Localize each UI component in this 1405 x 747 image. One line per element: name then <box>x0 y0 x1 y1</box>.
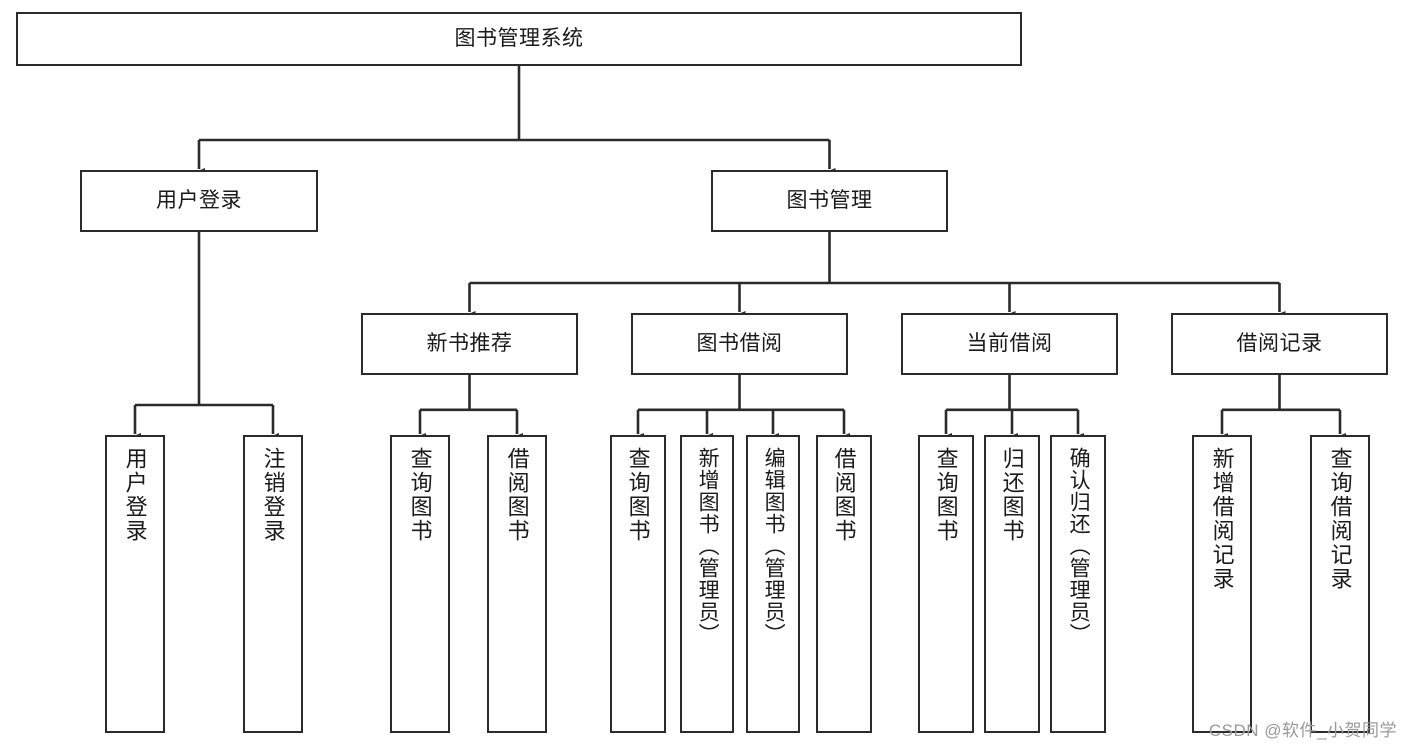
node-book-manage-label: 图书管理 <box>786 188 873 212</box>
leaf-confirm-return[interactable]: 确认归还（管理员） <box>1050 435 1106 733</box>
node-book-borrow-label: 图书借阅 <box>696 331 783 355</box>
leaf-borrow-book-2-label: 借阅图书 <box>831 447 857 543</box>
node-current-borrow-label: 当前借阅 <box>966 331 1053 355</box>
leaf-borrow-book-2[interactable]: 借阅图书 <box>816 435 872 733</box>
node-new-book-recommend[interactable]: 新书推荐 <box>361 313 578 375</box>
leaf-logout-label: 注销登录 <box>260 447 286 543</box>
node-current-borrow[interactable]: 当前借阅 <box>901 313 1118 375</box>
node-borrow-record[interactable]: 借阅记录 <box>1171 313 1388 375</box>
node-root[interactable]: 图书管理系统 <box>16 12 1022 66</box>
leaf-query-book-1[interactable]: 查询图书 <box>390 435 450 733</box>
leaf-return-book-label: 归还图书 <box>999 447 1025 543</box>
leaf-query-book-2-label: 查询图书 <box>625 447 651 543</box>
leaf-logout[interactable]: 注销登录 <box>243 435 303 733</box>
node-user-login[interactable]: 用户登录 <box>80 170 318 232</box>
leaf-edit-book[interactable]: 编辑图书（管理员） <box>746 435 800 733</box>
leaf-user-login-label: 用户登录 <box>122 447 148 543</box>
node-user-login-label: 用户登录 <box>156 188 242 212</box>
node-borrow-record-label: 借阅记录 <box>1236 331 1323 355</box>
leaf-add-borrow-record[interactable]: 新增借阅记录 <box>1192 435 1252 733</box>
leaf-add-borrow-record-label: 新增借阅记录 <box>1209 447 1235 591</box>
leaf-confirm-return-label: 确认归还（管理员） <box>1067 447 1091 645</box>
leaf-add-book[interactable]: 新增图书（管理员） <box>680 435 734 733</box>
leaf-query-borrow-record-label: 查询借阅记录 <box>1327 447 1353 591</box>
leaf-user-login[interactable]: 用户登录 <box>105 435 165 733</box>
leaf-borrow-book-1[interactable]: 借阅图书 <box>487 435 547 733</box>
leaf-borrow-book-1-label: 借阅图书 <box>504 447 530 543</box>
node-book-borrow[interactable]: 图书借阅 <box>631 313 848 375</box>
leaf-query-book-3[interactable]: 查询图书 <box>918 435 974 733</box>
leaf-add-book-label: 新增图书（管理员） <box>696 447 720 645</box>
leaf-return-book[interactable]: 归还图书 <box>984 435 1040 733</box>
leaf-edit-book-label: 编辑图书（管理员） <box>762 447 786 645</box>
node-book-manage[interactable]: 图书管理 <box>711 170 948 232</box>
node-new-book-recommend-label: 新书推荐 <box>426 331 513 355</box>
leaf-query-borrow-record[interactable]: 查询借阅记录 <box>1310 435 1370 733</box>
leaf-query-book-2[interactable]: 查询图书 <box>610 435 666 733</box>
leaf-query-book-3-label: 查询图书 <box>933 447 959 543</box>
node-root-label: 图书管理系统 <box>454 26 584 50</box>
leaf-query-book-1-label: 查询图书 <box>407 447 433 543</box>
